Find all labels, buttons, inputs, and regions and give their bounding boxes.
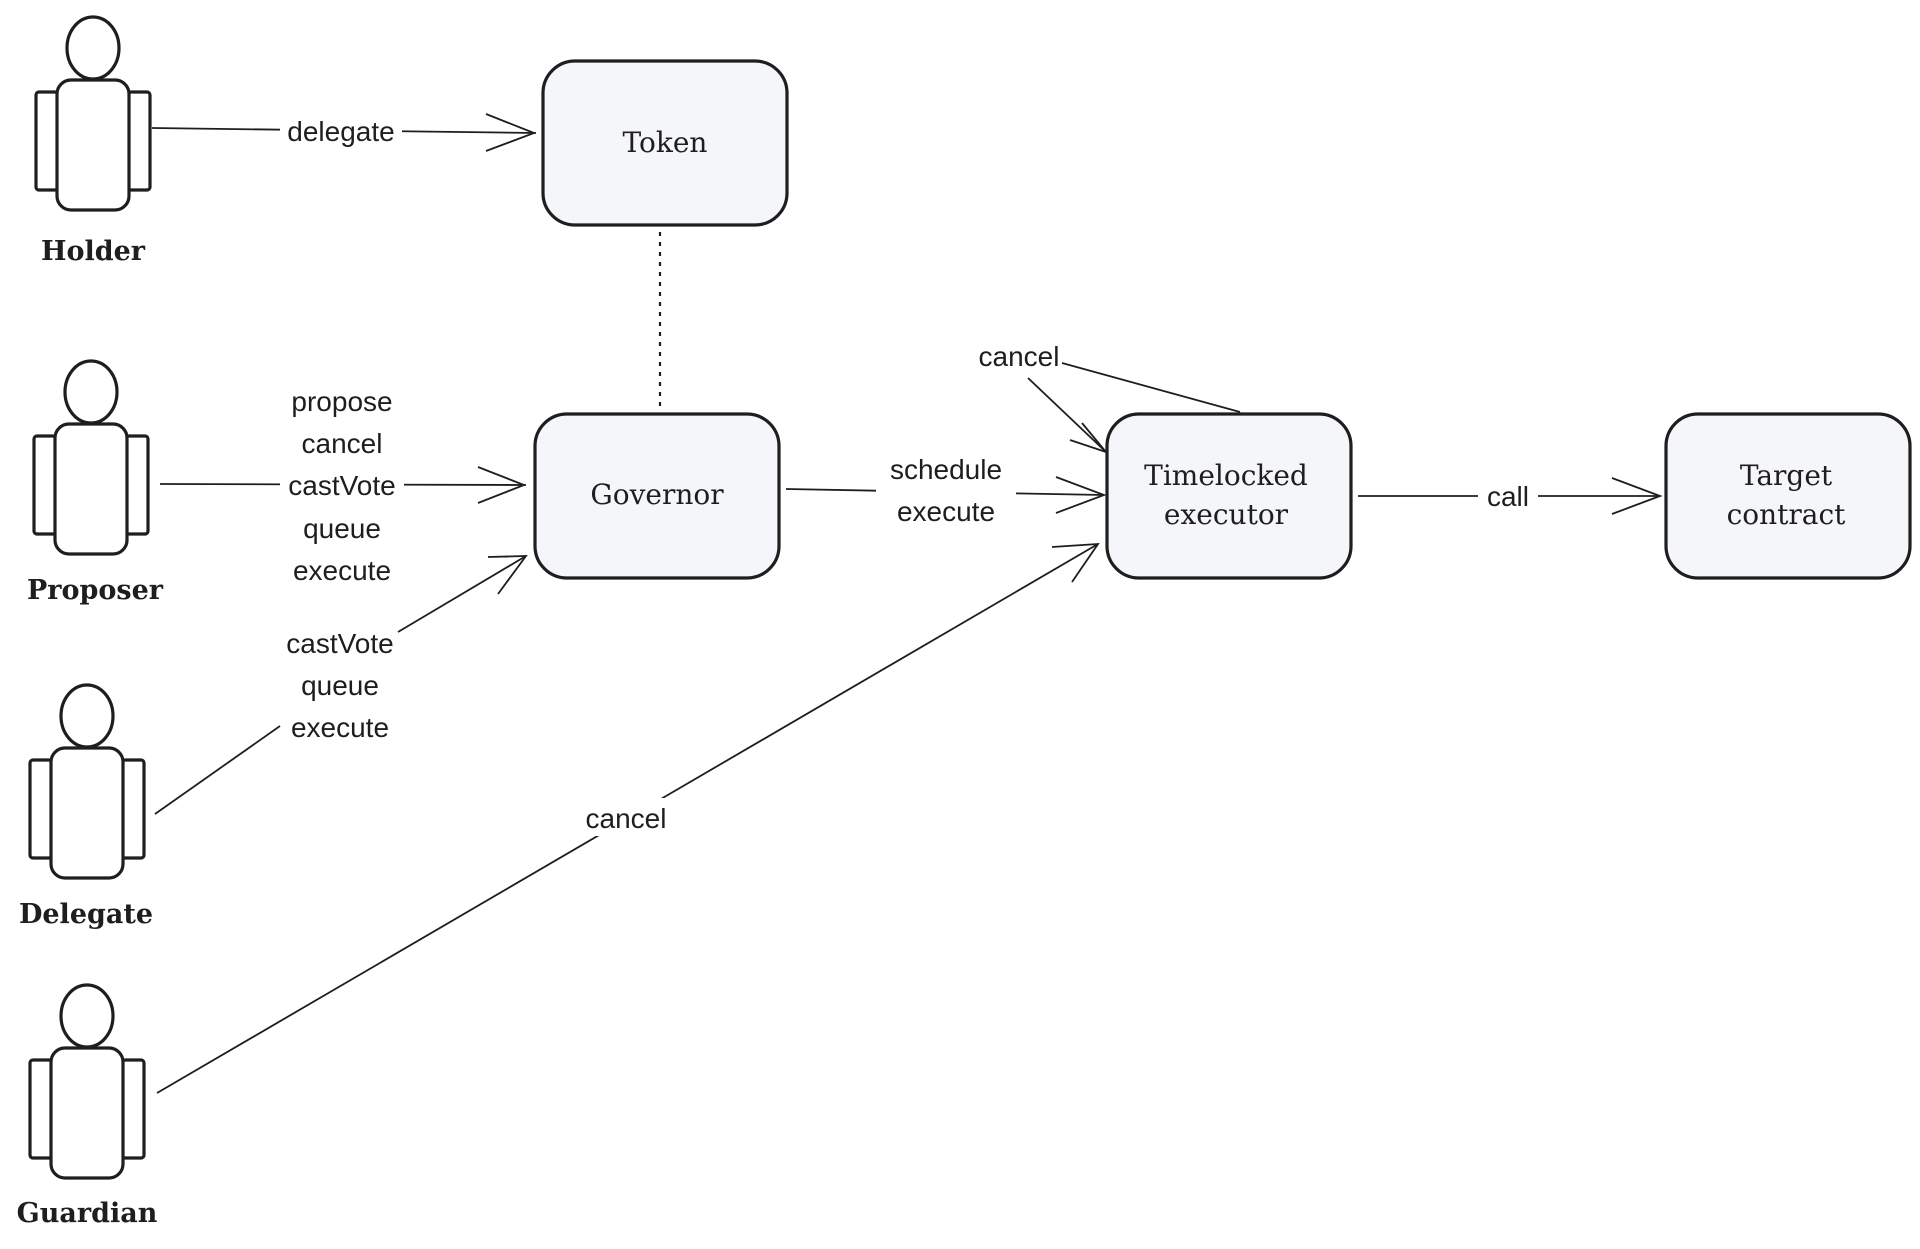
edge-label-castvote: castVote [286,628,393,659]
edge-label-execute: execute [293,555,391,586]
person-icon [34,15,152,212]
actor-label-holder: Holder [41,236,146,267]
edge-label-cancel: cancel [586,803,667,834]
node-token: Token [541,59,789,227]
edge-governor-timelock: schedule execute [785,452,1107,532]
edge-label-delegate: delegate [287,116,394,147]
node-label-executor: executor [1164,498,1289,531]
actor-holder: Holder [34,15,152,267]
node-label-timelocked: Timelocked [1144,459,1308,492]
person-icon [28,983,146,1180]
actor-delegate: Delegate [19,683,153,930]
edge-label-cancel: cancel [979,341,1060,372]
edge-timelock-target: call [1358,477,1663,515]
node-label-target: Target [1740,459,1833,492]
person-icon [32,359,150,556]
edge-label-call: call [1487,481,1529,512]
edge-label-schedule: schedule [890,454,1002,485]
actor-proposer: Proposer [27,359,164,606]
actor-label-proposer: Proposer [27,575,164,606]
actor-label-guardian: Guardian [17,1198,158,1229]
edge-label-queue: queue [301,670,379,701]
edge-label-execute: execute [291,712,389,743]
edge-label-castvote: castVote [288,470,395,501]
edge-holder-token: delegate [151,112,537,152]
actor-guardian: Guardian [17,983,158,1229]
node-timelocked-executor: Timelocked executor [1105,412,1353,580]
node-target-contract: Target contract [1664,412,1912,580]
edge-proposer-governor: propose cancel castVote queue execute [159,386,527,586]
edge-label-queue: queue [303,513,381,544]
edge-label-propose: propose [291,386,392,417]
person-icon [28,683,146,880]
actor-label-delegate: Delegate [19,899,153,930]
edge-label-execute: execute [897,496,995,527]
edge-guardian-timelock: cancel [156,542,1100,1094]
node-governor: Governor [533,412,781,580]
node-label-governor: Governor [590,478,724,511]
node-label-token: Token [623,126,708,159]
edge-delegate-governor: castVote queue execute [154,555,528,815]
edge-label-cancel: cancel [302,428,383,459]
node-label-contract: contract [1727,498,1847,531]
